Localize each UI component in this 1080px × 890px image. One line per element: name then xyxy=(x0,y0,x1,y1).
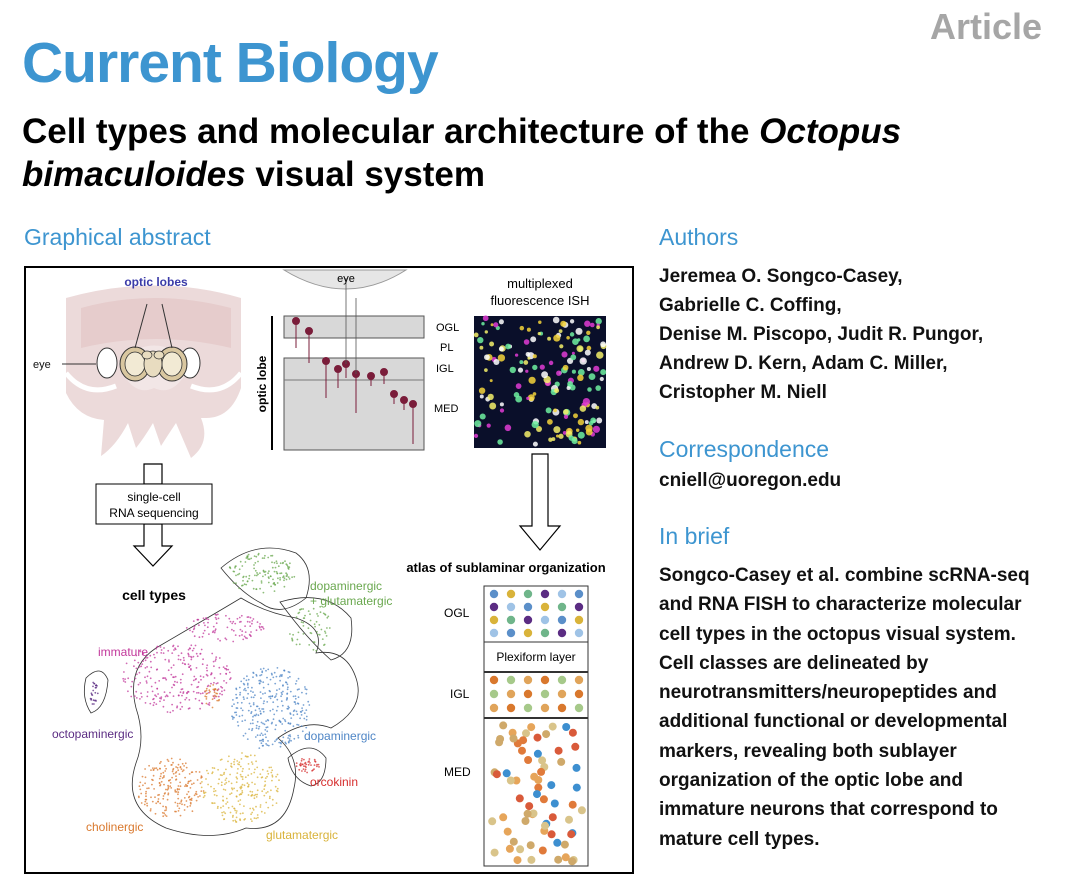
graphical-abstract-heading: Graphical abstract xyxy=(24,224,211,250)
optic-lobes-label-a: optic lobes xyxy=(124,275,188,289)
atlas-igl-label: IGL xyxy=(450,687,470,701)
eye-top-label: eye xyxy=(337,273,355,285)
title-species: Octopus bimaculoides xyxy=(22,112,902,194)
title-part-1: Cell types and molecular architecture of… xyxy=(22,112,760,151)
octopus-head-illustration xyxy=(62,285,243,458)
in-brief-line-3: cell types in the octopus visual system. xyxy=(659,623,1016,645)
optic-lobes-label: optic lobes xyxy=(124,275,188,289)
octopaminergic-label: octopaminergic xyxy=(52,727,133,741)
atlas-plexiform-label: Plexiform layer xyxy=(496,650,575,664)
arrows xyxy=(132,453,562,567)
dopa-glut-label-1: dopaminergic xyxy=(310,579,382,593)
in-brief-heading: In brief xyxy=(659,523,730,549)
immature-label: immature xyxy=(98,645,148,659)
authors-line-3: Denise M. Piscopo, Judit R. Pungor, xyxy=(659,324,984,345)
correspondence-email[interactable]: cniell@uoregon.edu xyxy=(659,470,842,491)
graphical-abstract-figure: optic lobes eye eye optic lobe OGL PL IG… xyxy=(24,266,634,874)
atlas-title: atlas of sublaminar organization xyxy=(406,560,605,575)
scrnaseq-line2: RNA sequencing xyxy=(109,506,198,520)
authors-heading: Authors xyxy=(659,224,739,250)
cholinergic-label: cholinergic xyxy=(86,820,143,834)
in-brief-text: Songco-Casey et al. combine scRNA-seq an… xyxy=(659,561,1069,854)
authors-line-5: Cristopher M. Niell xyxy=(659,382,827,403)
journal-name: Current Biology xyxy=(22,31,439,95)
optic-lobe-label: optic lobe xyxy=(255,355,269,412)
umap-points xyxy=(89,552,331,823)
atlas-ogl-label: OGL xyxy=(444,606,470,620)
in-brief-line-5: neurotransmitters/neuropeptides and xyxy=(659,682,997,704)
multiplexed-label-line1: multiplexed xyxy=(507,276,573,291)
dopaminergic-label: dopaminergic xyxy=(304,729,376,743)
scrnaseq-box xyxy=(95,483,213,525)
atlas-ogl-box xyxy=(483,585,589,643)
in-brief-line-9: immature neurons that correspond to xyxy=(659,799,998,821)
title-part-2: visual system xyxy=(245,155,485,194)
authors-list: Jeremea O. Songco-Casey, Gabrielle C. Co… xyxy=(659,262,1069,407)
glutamatergic-label: glutamatergic xyxy=(266,828,338,842)
authors-line-2: Gabrielle C. Coffing, xyxy=(659,295,842,316)
atlas-cells xyxy=(488,589,586,866)
authors-line-4: Andrew D. Kern, Adam C. Miller, xyxy=(659,353,948,374)
in-brief-line-7: markers, revealing both sublayer xyxy=(659,740,957,762)
optic-lobe-schematic xyxy=(271,269,425,451)
scrnaseq-line1: single-cell xyxy=(127,490,180,504)
multiplexed-label-line2: fluorescence ISH xyxy=(491,293,590,308)
in-brief-line-8: organization of the optic lobe and xyxy=(659,770,963,792)
umap-outlines xyxy=(83,547,359,836)
authors-line-1: Jeremea O. Songco-Casey, xyxy=(659,266,903,287)
cell-types-label: cell types xyxy=(122,587,186,603)
in-brief-line-2: and RNA FISH to characterize molecular xyxy=(659,594,1022,616)
atlas-med-label: MED xyxy=(444,765,471,779)
fish-image-dots xyxy=(473,315,607,447)
graphical-abstract-svg: optic lobes eye eye optic lobe OGL PL IG… xyxy=(33,269,607,867)
correspondence-heading: Correspondence xyxy=(659,436,830,462)
article-title: Cell types and molecular architecture of… xyxy=(22,110,1067,196)
in-brief-line-10: mature cell types. xyxy=(659,828,820,850)
atlas-plexiform-box xyxy=(483,641,589,673)
in-brief-line-1: Songco-Casey et al. combine scRNA-seq xyxy=(659,565,1030,586)
in-brief-line-4: Cell classes are delineated by xyxy=(659,652,929,674)
orcokinin-label: orcokinin xyxy=(310,775,358,789)
eye-left-label: eye xyxy=(33,359,51,371)
dopa-glut-label-2: + glutamatergic xyxy=(310,594,392,608)
in-brief-line-6: additional functional or developmental xyxy=(659,711,1008,733)
pl-label: PL xyxy=(440,342,453,354)
article-type-label: Article xyxy=(930,6,1043,47)
atlas-igl-box xyxy=(483,671,589,719)
ogl-label: OGL xyxy=(436,322,459,334)
igl-label: IGL xyxy=(436,363,454,375)
med-label: MED xyxy=(434,403,459,415)
